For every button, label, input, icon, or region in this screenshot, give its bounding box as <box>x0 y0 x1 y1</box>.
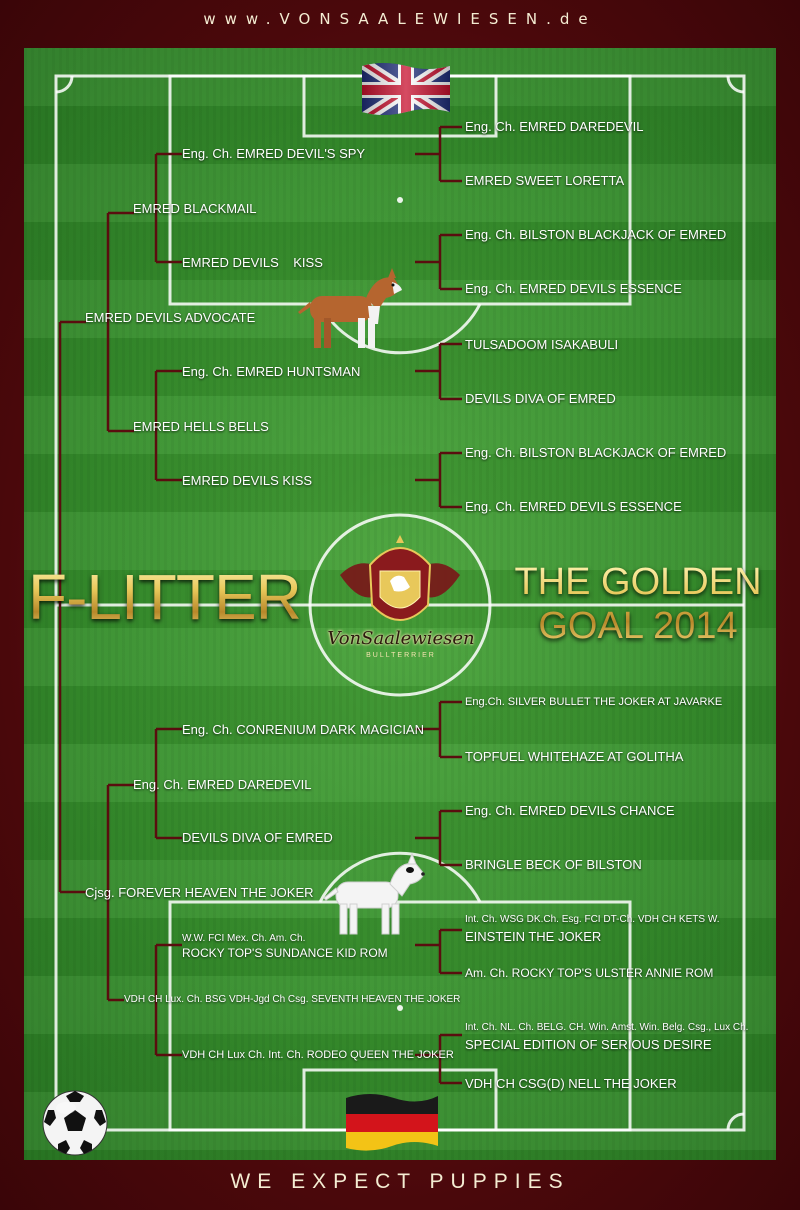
brown-white-bullterrier-icon <box>298 268 402 348</box>
ggp-15-line2: SPECIAL EDITION OF SERIOUS DESIRE <box>465 1037 712 1052</box>
dam-dam-sire-line1: W.W. FCI Mex. Ch. Am. Ch. <box>182 933 306 944</box>
dam-sire-dam: DEVILS DIVA OF EMRED <box>182 830 333 845</box>
footer-slogan: WE EXPECT PUPPIES <box>230 1170 570 1193</box>
ggp-11: Eng. Ch. EMRED DEVILS CHANCE <box>465 803 675 818</box>
dam-dam-dam: VDH CH Lux Ch. Int. Ch. RODEO QUEEN THE … <box>182 1049 454 1061</box>
sire-sire: EMRED BLACKMAIL <box>133 201 257 216</box>
ggp-4: Eng. Ch. EMRED DEVILS ESSENCE <box>465 281 682 296</box>
ggp-10: TOPFUEL WHITEHAZE AT GOLITHA <box>465 749 684 764</box>
dam-dam: VDH CH Lux. Ch. BSG VDH-Jgd Ch Csg. SEVE… <box>124 994 461 1005</box>
sire-dam-sire: Eng. Ch. EMRED HUNTSMAN <box>182 364 361 379</box>
golden-title-line1: THE GOLDEN <box>514 561 762 603</box>
sire-sire-dam: EMRED DEVILS KISS <box>182 255 323 270</box>
ggp-5: TULSADOOM ISAKABULI <box>465 337 619 352</box>
logo-script: VonSaalewiesen <box>327 628 475 649</box>
ggp-7: Eng. Ch. BILSTON BLACKJACK OF EMRED <box>465 445 727 460</box>
ggp-9: Eng.Ch. SILVER BULLET THE JOKER AT JAVAR… <box>465 696 723 708</box>
bullterrier-crest-icon <box>340 535 460 621</box>
logo-subtitle: BULLTERRIER <box>366 652 436 659</box>
ggp-14: Am. Ch. ROCKY TOP'S ULSTER ANNIE ROM <box>465 966 714 980</box>
sire-dam-dam: EMRED DEVILS KISS <box>182 473 313 488</box>
dam-sire-sire: Eng. Ch. CONRENIUM DARK MAGICIAN <box>182 722 424 737</box>
dam-dam-sire-line2: ROCKY TOP'S SUNDANCE KID ROM <box>182 946 388 960</box>
dam-sire: Eng. Ch. EMRED DAREDEVIL <box>133 777 312 792</box>
ggp-12: BRINGLE BECK OF BILSTON <box>465 857 642 872</box>
dam: Cjsg. FOREVER HEAVEN THE JOKER <box>85 885 314 900</box>
ggp-8: Eng. Ch. EMRED DEVILS ESSENCE <box>465 499 682 514</box>
white-bullterrier-icon <box>323 852 425 935</box>
ggp-16: VDH CH CSG(D) NELL THE JOKER <box>465 1076 677 1091</box>
union-jack-flag-icon <box>362 63 450 115</box>
ggp-3: Eng. Ch. BILSTON BLACKJACK OF EMRED <box>465 227 727 242</box>
ggp-1: Eng. Ch. EMRED DAREDEVIL <box>465 119 644 134</box>
soccer-ball-icon <box>42 1090 108 1156</box>
litter-title: F-LITTER <box>28 561 302 633</box>
german-flag-icon <box>346 1094 438 1151</box>
ggp-13-line1: Int. Ch. WSG DK.Ch. Esg. FCI DT-Ch. VDH … <box>465 914 720 925</box>
ggp-15-line1: Int. Ch. NL. Ch. BELG. CH. Win. Amst. Wi… <box>465 1022 749 1033</box>
ggp-6: DEVILS DIVA OF EMRED <box>465 391 616 406</box>
golden-title-line2: GOAL 2014 <box>538 605 738 647</box>
sire-sire-sire: Eng. Ch. EMRED DEVIL'S SPY <box>182 146 366 161</box>
sire: EMRED DEVILS ADVOCATE <box>85 310 256 325</box>
ggp-2: EMRED SWEET LORETTA <box>465 173 625 188</box>
ggp-13-line2: EINSTEIN THE JOKER <box>465 929 602 944</box>
sire-dam: EMRED HELLS BELLS <box>133 419 269 434</box>
site-url: www.VONSAALEWIESEN.de <box>203 10 597 28</box>
